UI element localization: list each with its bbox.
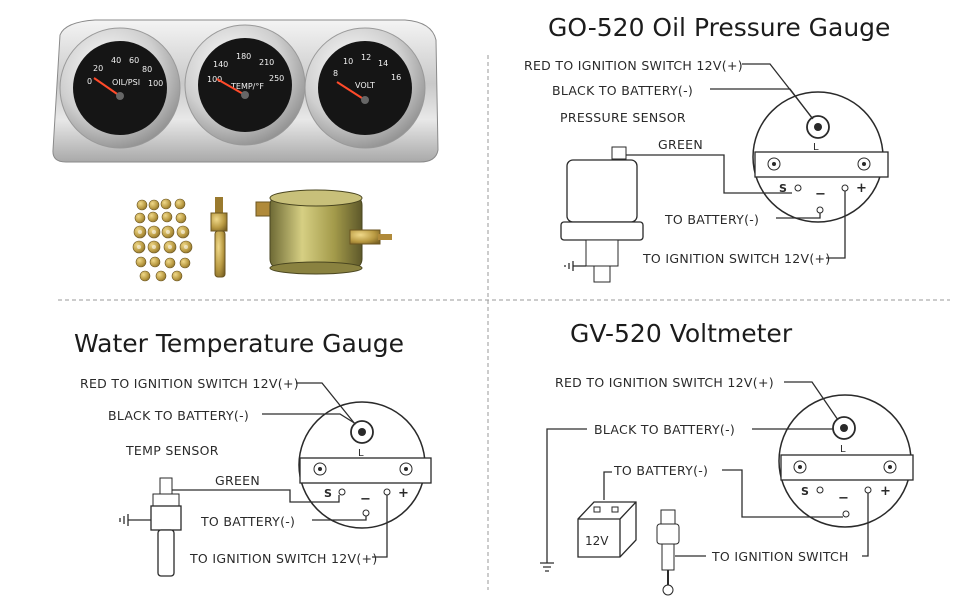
tick-label: 140 (213, 60, 228, 69)
oil-battery-label: TO BATTERY(-) (664, 212, 759, 227)
terminal-plus: + (880, 484, 891, 499)
ignition-switch-schematic (656, 509, 680, 596)
tick-label: 60 (129, 56, 139, 65)
oil-title: GO-520 Oil Pressure Gauge (548, 13, 890, 42)
water-ignition-label: TO IGNITION SWITCH 12V(+) (189, 551, 378, 566)
volt-ignition-wire (862, 493, 869, 557)
terminal-l: L (358, 448, 364, 459)
terminal-plus: + (398, 486, 409, 501)
tick-label: 10 (343, 57, 353, 66)
volt-red-wire (784, 381, 839, 421)
tick-label: 12 (361, 53, 371, 62)
water-sensor-label: TEMP SENSOR (125, 443, 219, 458)
oil-ignition-wire (826, 191, 846, 259)
terminal-plus: + (856, 181, 867, 196)
tick-label: 180 (236, 52, 251, 61)
volt-ignition-label: TO IGNITION SWITCH (711, 549, 849, 564)
voltmeter-diagram: GV-520 Voltmeter RED TO IGNITION SWITCH … (540, 319, 914, 596)
mount-stud-right (857, 157, 871, 171)
oil-green-wire (624, 154, 792, 194)
water-black-label: BLACK TO BATTERY(-) (108, 408, 249, 423)
volt-gauge-photo: 8 10 12 14 16 VOLT (304, 27, 426, 149)
tick-label: 100 (207, 75, 222, 84)
terminal-minus: − (360, 492, 371, 507)
hardware-nuts (132, 198, 193, 282)
water-gauge-schematic: L S − + (298, 401, 432, 529)
mount-stud-right (399, 462, 413, 476)
terminal-s: S (779, 182, 787, 195)
water-temp-diagram: Water Temperature Gauge RED TO IGNITION … (74, 329, 432, 577)
oil-battery-wire (776, 213, 821, 219)
oil-black-wire (710, 88, 813, 119)
tick-label: 20 (93, 64, 103, 73)
water-red-wire (296, 382, 356, 425)
water-ignition-wire (372, 495, 388, 558)
tick-label: 14 (378, 59, 388, 68)
temp-sender-photo (210, 197, 228, 278)
volt-title: GV-520 Voltmeter (570, 319, 793, 348)
mount-stud-left (793, 460, 807, 474)
pressure-sender-photo (255, 189, 392, 275)
tick-label: 100 (148, 79, 163, 88)
water-title: Water Temperature Gauge (74, 329, 404, 358)
tick-label: 210 (259, 58, 274, 67)
water-battery-label: TO BATTERY(-) (200, 514, 295, 529)
oil-red-label: RED TO IGNITION SWITCH 12V(+) (524, 58, 743, 73)
oil-green-label: GREEN (658, 137, 703, 152)
water-green-label: GREEN (215, 473, 260, 488)
volt-black-label: BLACK TO BATTERY(-) (594, 422, 735, 437)
terminal-l: L (840, 444, 846, 455)
tick-label: 0 (87, 77, 92, 86)
water-battery-wire (312, 516, 367, 521)
tick-label: 16 (391, 73, 401, 82)
oil-ignition-label: TO IGNITION SWITCH 12V(+) (642, 251, 831, 266)
battery-plus-wire (603, 471, 612, 500)
tick-label: 40 (111, 56, 121, 65)
ground-symbol (540, 562, 554, 572)
tick-label: 250 (269, 74, 284, 83)
oil-gauge-schematic: L S − + (752, 91, 889, 223)
temp-sensor-schematic (119, 477, 182, 577)
terminal-s: S (801, 485, 809, 498)
oil-pressure-diagram: GO-520 Oil Pressure Gauge RED TO IGNITIO… (524, 13, 890, 283)
oil-gauge-photo: 20 40 60 80 100 0 OIL/PSI (59, 27, 181, 149)
volt-battery-label: TO BATTERY(-) (613, 463, 708, 478)
mount-stud-right (883, 460, 897, 474)
terminal-minus: − (838, 491, 849, 506)
terminal-s: S (324, 487, 332, 500)
temp-gauge-photo: 140 180 210 250 100 TEMP/°F (184, 24, 306, 146)
gauge-label: OIL/PSI (112, 78, 140, 87)
volt-battery-wire (722, 469, 843, 518)
pressure-sensor-schematic (560, 146, 644, 283)
water-red-label: RED TO IGNITION SWITCH 12V(+) (80, 376, 299, 391)
gauge-label: VOLT (355, 81, 375, 90)
water-green-wire (172, 489, 340, 503)
tick-label: 8 (333, 69, 338, 78)
tick-label: 80 (142, 65, 152, 74)
water-black-wire (262, 413, 357, 425)
battery-schematic: 12V (577, 501, 637, 558)
volt-red-label: RED TO IGNITION SWITCH 12V(+) (555, 375, 774, 390)
volt-ground-wire (546, 428, 587, 563)
mount-stud-left (767, 157, 781, 171)
battery-label: 12V (585, 534, 609, 548)
terminal-l: L (813, 142, 819, 153)
volt-gauge-schematic: L S − + (778, 394, 914, 528)
product-photo: 20 40 60 80 100 0 OIL/PSI 140 180 210 25… (52, 19, 439, 282)
oil-sensor-label: PRESSURE SENSOR (560, 110, 686, 125)
mount-stud-left (313, 462, 327, 476)
terminal-minus: − (815, 187, 826, 202)
gauge-label: TEMP/°F (230, 82, 264, 91)
oil-black-label: BLACK TO BATTERY(-) (552, 83, 693, 98)
